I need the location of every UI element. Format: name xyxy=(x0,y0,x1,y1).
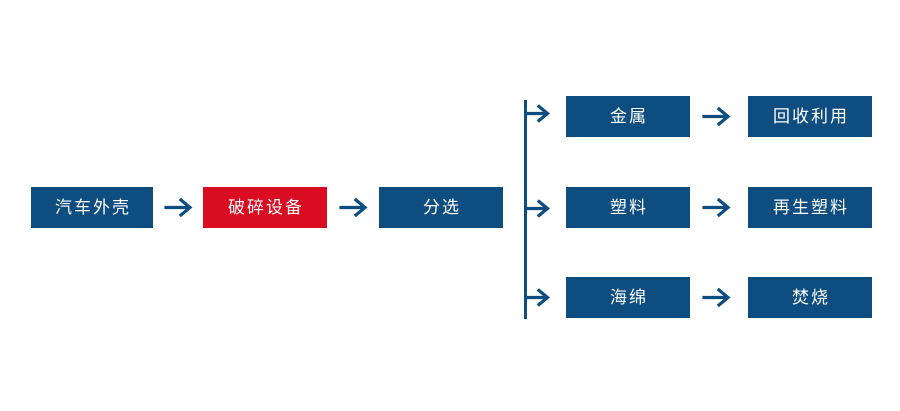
right-arrow-icon-branch-plastic xyxy=(525,196,555,221)
right-arrow-icon-branch-sponge xyxy=(525,285,555,310)
node-car-shell[interactable]: 汽车外壳 xyxy=(31,187,153,228)
node-sponge[interactable]: 海绵 xyxy=(566,277,690,318)
right-arrow-icon-sponge-to-incineration xyxy=(702,285,736,310)
node-plastic[interactable]: 塑料 xyxy=(566,187,690,228)
right-arrow-icon-branch-metal xyxy=(525,101,555,126)
right-arrow-icon-metal-to-recycle xyxy=(702,104,736,129)
right-arrow-icon-main-2 xyxy=(339,195,373,220)
right-arrow-icon-main-1 xyxy=(164,195,198,220)
right-arrow-icon-plastic-to-recycled xyxy=(702,195,736,220)
node-recycle[interactable]: 回收利用 xyxy=(748,96,872,137)
node-incineration[interactable]: 焚烧 xyxy=(748,277,872,318)
node-recycled-plastic[interactable]: 再生塑料 xyxy=(748,187,872,228)
node-metal[interactable]: 金属 xyxy=(566,96,690,137)
node-sorting[interactable]: 分选 xyxy=(379,187,503,228)
node-crusher[interactable]: 破碎设备 xyxy=(203,187,327,228)
